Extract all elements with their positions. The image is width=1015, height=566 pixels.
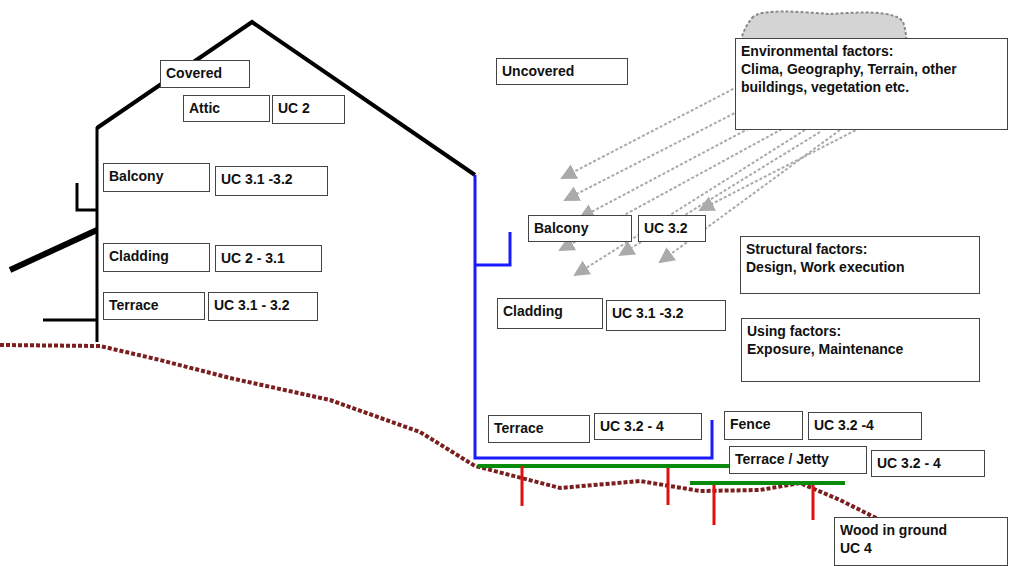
- box-text: Cladding: [503, 302, 597, 320]
- box-text: Using factors:: [747, 322, 974, 340]
- box-text: Terrace / Jetty: [735, 450, 861, 468]
- box-text: Structural factors:: [746, 240, 974, 258]
- label-box: Uncovered: [496, 58, 628, 85]
- box-text: UC 3.1 - 3.2: [214, 296, 312, 314]
- box-text: UC 2 - 3.1: [221, 249, 316, 267]
- post: [812, 485, 815, 520]
- label-box: UC 3.2 -4: [808, 412, 922, 440]
- label-box: UC 3.1 -3.2: [215, 166, 328, 196]
- label-box: UC 3.2 - 4: [871, 450, 985, 477]
- jetty-deck: [690, 481, 845, 485]
- label-box: UC 2: [272, 95, 345, 124]
- factor-box: Structural factors:Design, Work executio…: [740, 236, 980, 294]
- terrace-deck: [478, 464, 760, 468]
- label-box: Terrace: [488, 415, 590, 443]
- box-text: UC 3.2: [644, 219, 700, 237]
- box-text: UC 3.1 -3.2: [612, 304, 720, 322]
- factor-box: Using factors:Exposure, Maintenance: [741, 318, 980, 382]
- box-text: Terrace: [109, 296, 199, 314]
- box-text: UC 2: [278, 99, 339, 117]
- label-box: Terrace / Jetty: [729, 446, 867, 474]
- terrace-roof: [10, 230, 97, 270]
- box-text: Exposure, Maintenance: [747, 340, 974, 358]
- box-text: UC 3.2 - 4: [877, 454, 979, 472]
- label-box: UC 3.1 - 3.2: [208, 292, 318, 321]
- factor-box: Environmental factors:Clima, Geography, …: [735, 38, 1008, 130]
- box-text: UC 3.1 -3.2: [221, 170, 322, 188]
- box-text: Design, Work execution: [746, 258, 974, 276]
- box-text: Cladding: [109, 247, 204, 265]
- label-box: Balcony: [528, 215, 632, 242]
- box-text: Clima, Geography, Terrain, other buildin…: [741, 60, 1002, 96]
- uncovered-balcony: [475, 232, 510, 265]
- label-box: Terrace: [103, 292, 205, 320]
- label-box: Attic: [183, 95, 270, 122]
- post: [713, 485, 716, 525]
- left-wall: [96, 127, 99, 342]
- covered-terrace: [43, 319, 97, 322]
- covered-balcony: [77, 183, 97, 210]
- label-box: Balcony: [103, 163, 210, 192]
- box-text: UC 3.2 -4: [814, 416, 916, 434]
- box-text: UC 3.2 - 4: [600, 417, 696, 435]
- roof-line: [97, 22, 475, 175]
- post: [521, 466, 524, 506]
- box-text: Covered: [166, 64, 244, 82]
- box-text: Balcony: [534, 219, 626, 237]
- box-text: Balcony: [109, 167, 204, 185]
- box-text: Attic: [189, 99, 264, 117]
- label-box: Fence: [724, 411, 803, 440]
- box-text: Terrace: [494, 419, 584, 437]
- factor-box: Wood in groundUC 4: [834, 517, 1008, 566]
- label-box: UC 2 - 3.1: [215, 245, 322, 272]
- box-text: Wood in ground: [840, 521, 1002, 539]
- label-box: UC 3.1 -3.2: [606, 300, 726, 331]
- label-box: Cladding: [497, 298, 603, 329]
- label-box: UC 3.2 - 4: [594, 413, 702, 440]
- box-text: Fence: [730, 415, 797, 433]
- label-box: UC 3.2: [638, 215, 706, 242]
- label-box: Covered: [160, 60, 250, 88]
- label-box: Cladding: [103, 243, 210, 272]
- post: [667, 468, 670, 505]
- box-text: Environmental factors:: [741, 42, 1002, 60]
- box-text: Uncovered: [502, 62, 622, 80]
- box-text: UC 4: [840, 539, 1002, 557]
